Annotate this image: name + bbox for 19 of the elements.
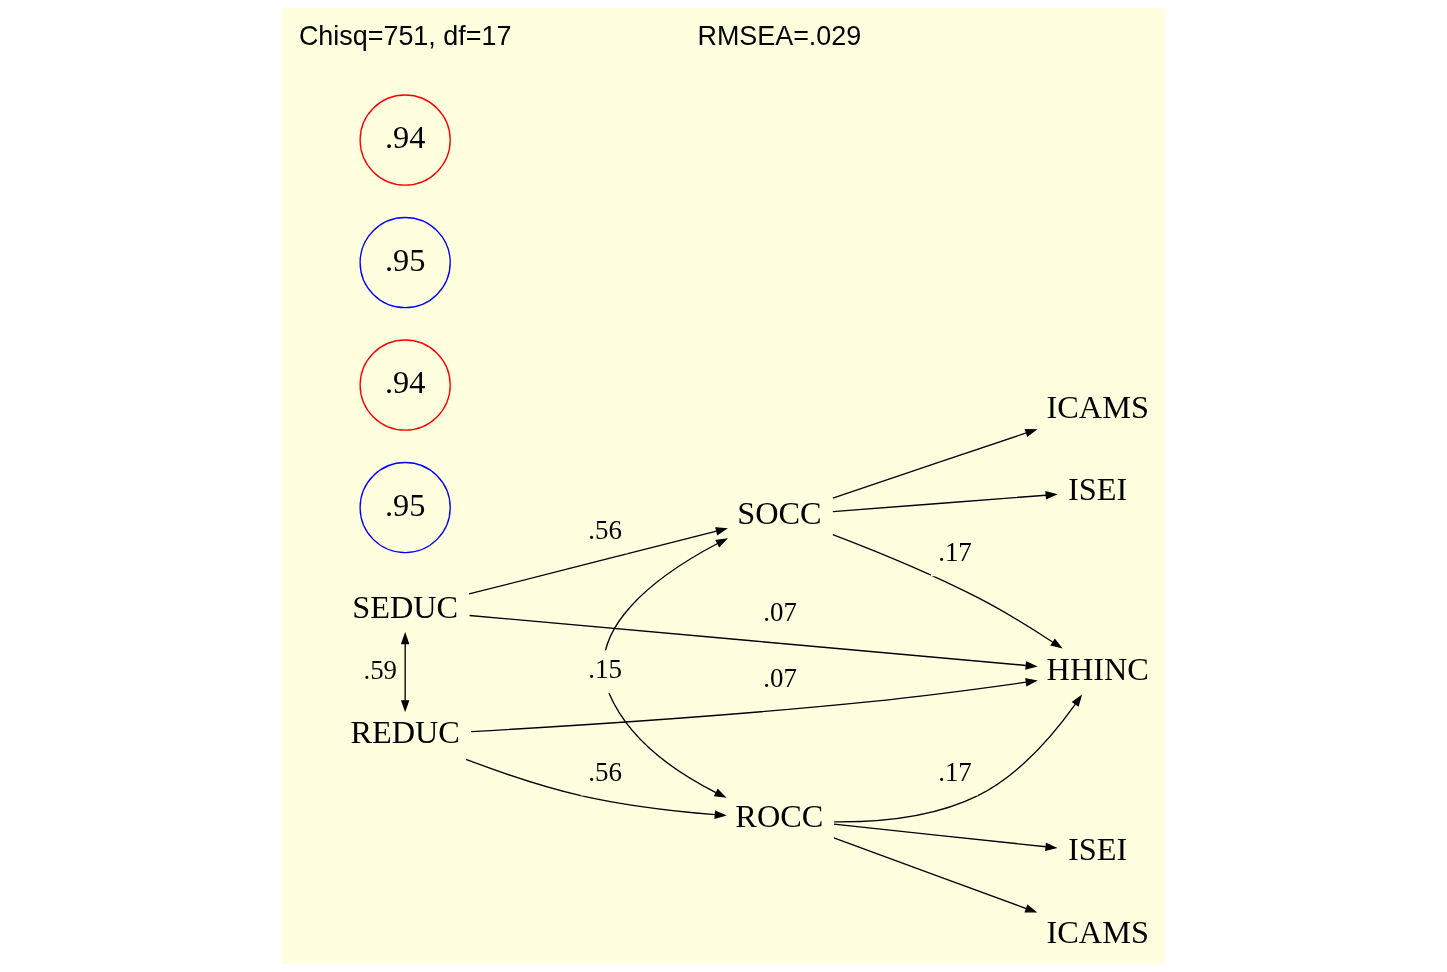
node-text: HHINC: [1046, 651, 1149, 688]
edge-label: .56: [588, 756, 622, 787]
edge-label: .15: [588, 654, 622, 685]
edge-label: .56: [588, 514, 622, 545]
edge-label: .07: [763, 596, 797, 627]
node-text: ISEI: [1068, 831, 1128, 868]
label: Chisq=751, df=17: [298, 20, 512, 51]
node-text: REDUC: [350, 714, 460, 751]
node-text: SEDUC: [352, 589, 459, 626]
edge-label: .17: [938, 537, 972, 568]
edge-label: .59: [363, 655, 398, 686]
edge-label: .07: [763, 662, 797, 693]
label: RMSEA=.029: [697, 20, 862, 51]
edge-label: .17: [938, 756, 972, 787]
node-text: SOCC: [737, 494, 822, 531]
node-text: ICAMS: [1046, 388, 1149, 425]
node-text: ROCC: [735, 797, 824, 834]
node-text: ISEI: [1068, 470, 1128, 507]
node-text: ICAMS: [1046, 913, 1149, 950]
